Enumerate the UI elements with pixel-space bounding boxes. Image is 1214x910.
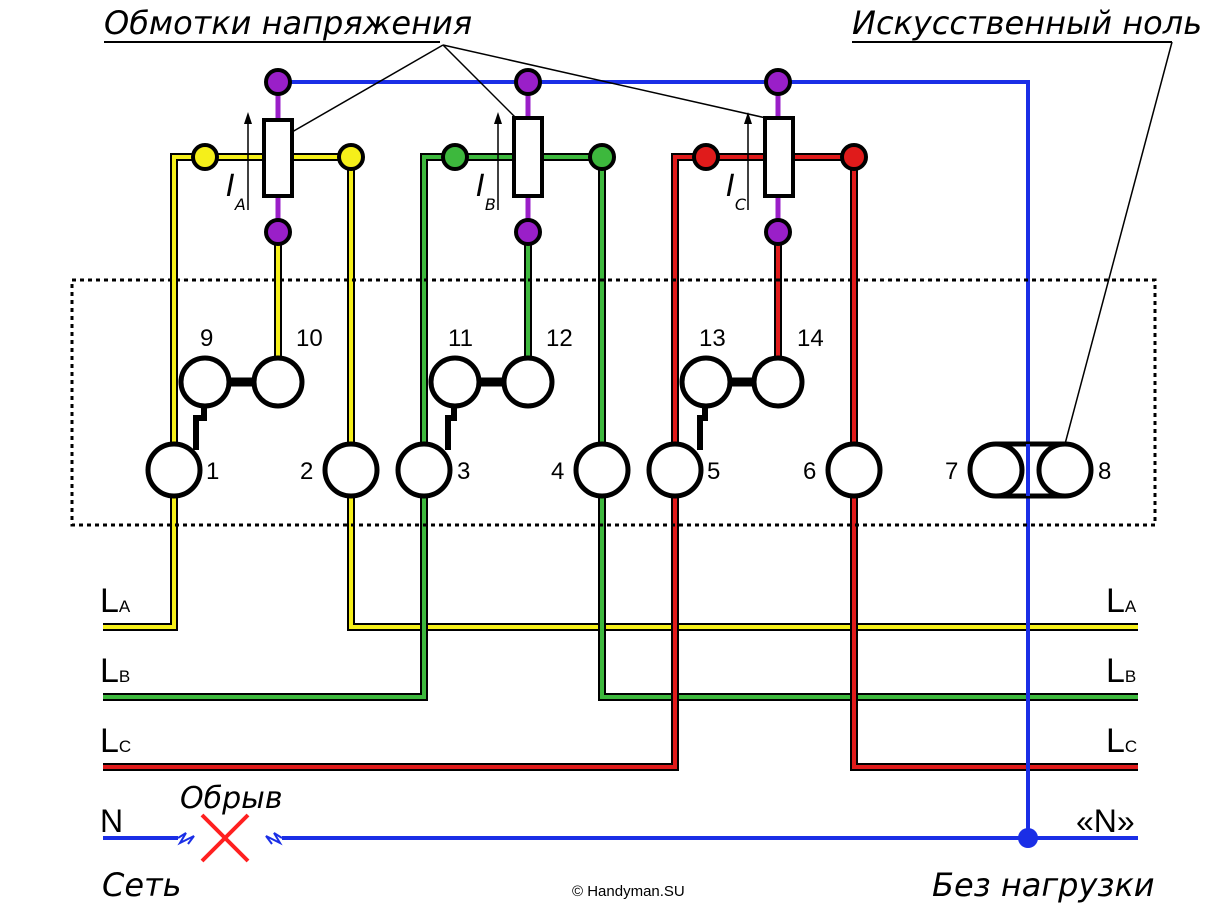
dot-a-right xyxy=(337,143,365,171)
dot-c-left xyxy=(692,143,720,171)
terminal-number-6: 6 xyxy=(803,458,816,485)
line-label-left-c: LC xyxy=(100,722,131,760)
neutral-right-label: «N» xyxy=(1076,803,1135,839)
phase-b-wiring xyxy=(103,153,1138,701)
coil-c xyxy=(763,116,795,198)
network-label: Сеть xyxy=(102,866,182,904)
terminal-3 xyxy=(395,441,453,499)
terminal-2 xyxy=(322,441,380,499)
callout-leaders xyxy=(104,41,1173,445)
terminal-number-9: 9 xyxy=(200,325,213,352)
terminal-number-5: 5 xyxy=(707,458,720,485)
terminal-number-11: 11 xyxy=(448,325,473,352)
terminal-number-14: 14 xyxy=(797,325,824,352)
terminal-number-13: 13 xyxy=(699,325,726,352)
coil-b xyxy=(512,116,544,198)
terminal-number-8: 8 xyxy=(1098,458,1111,485)
coil-a xyxy=(262,118,294,198)
terminal-12 xyxy=(501,355,555,409)
terminal-14 xyxy=(751,355,805,409)
terminal-4 xyxy=(573,441,631,499)
break-label: Обрыв xyxy=(180,781,283,816)
terminal-6 xyxy=(825,441,883,499)
line-label-left-a: LA xyxy=(100,582,131,620)
dot-winding-b-top xyxy=(514,68,542,96)
terminal-number-2: 2 xyxy=(300,458,313,485)
copyright-label: © Handyman.SU xyxy=(572,883,685,900)
terminals xyxy=(145,355,1094,499)
terminal-number-7: 7 xyxy=(945,458,958,485)
current-label-c: IC xyxy=(726,169,747,214)
dot-winding-a-bottom xyxy=(264,218,292,246)
current-label-b: IB xyxy=(476,169,496,214)
neutral-junction-dot xyxy=(1018,828,1038,848)
windings-title: Обмотки напряжения xyxy=(104,4,472,42)
terminal-9 xyxy=(178,355,232,409)
dot-winding-c-top xyxy=(764,68,792,96)
line-label-right-a: LA xyxy=(1106,582,1137,620)
terminal-5 xyxy=(646,441,704,499)
terminal-13 xyxy=(679,355,733,409)
dot-a-left xyxy=(191,143,219,171)
dot-c-right xyxy=(840,143,868,171)
terminal-number-1: 1 xyxy=(206,458,219,485)
current-arrows xyxy=(244,112,752,210)
terminal-number-12: 12 xyxy=(546,325,573,352)
break-mark xyxy=(200,813,250,863)
line-label-right-c: LC xyxy=(1106,722,1137,760)
terminal-1 xyxy=(145,441,203,499)
dot-b-right xyxy=(588,143,616,171)
coil-bodies xyxy=(262,116,795,198)
artificial-zero-label: Искусственный ноль xyxy=(852,4,1202,42)
terminal-10 xyxy=(251,355,305,409)
terminal-number-10: 10 xyxy=(296,325,323,352)
connection-dots xyxy=(191,68,868,246)
dot-winding-a-top xyxy=(264,68,292,96)
current-label-a: IA xyxy=(226,169,246,214)
terminal-7 xyxy=(967,441,1025,499)
terminal-number-3: 3 xyxy=(457,458,470,485)
dot-winding-c-bottom xyxy=(764,218,792,246)
terminal-11 xyxy=(428,355,482,409)
line-label-left-b: LB xyxy=(100,652,130,690)
terminal-number-4: 4 xyxy=(551,458,564,485)
dot-b-left xyxy=(441,143,469,171)
terminal-8 xyxy=(1036,441,1094,499)
line-label-left-n: N xyxy=(100,803,123,839)
line-label-right-b: LB xyxy=(1106,652,1136,690)
dot-winding-b-bottom xyxy=(514,218,542,246)
no-load-label: Без нагрузки xyxy=(932,866,1155,904)
